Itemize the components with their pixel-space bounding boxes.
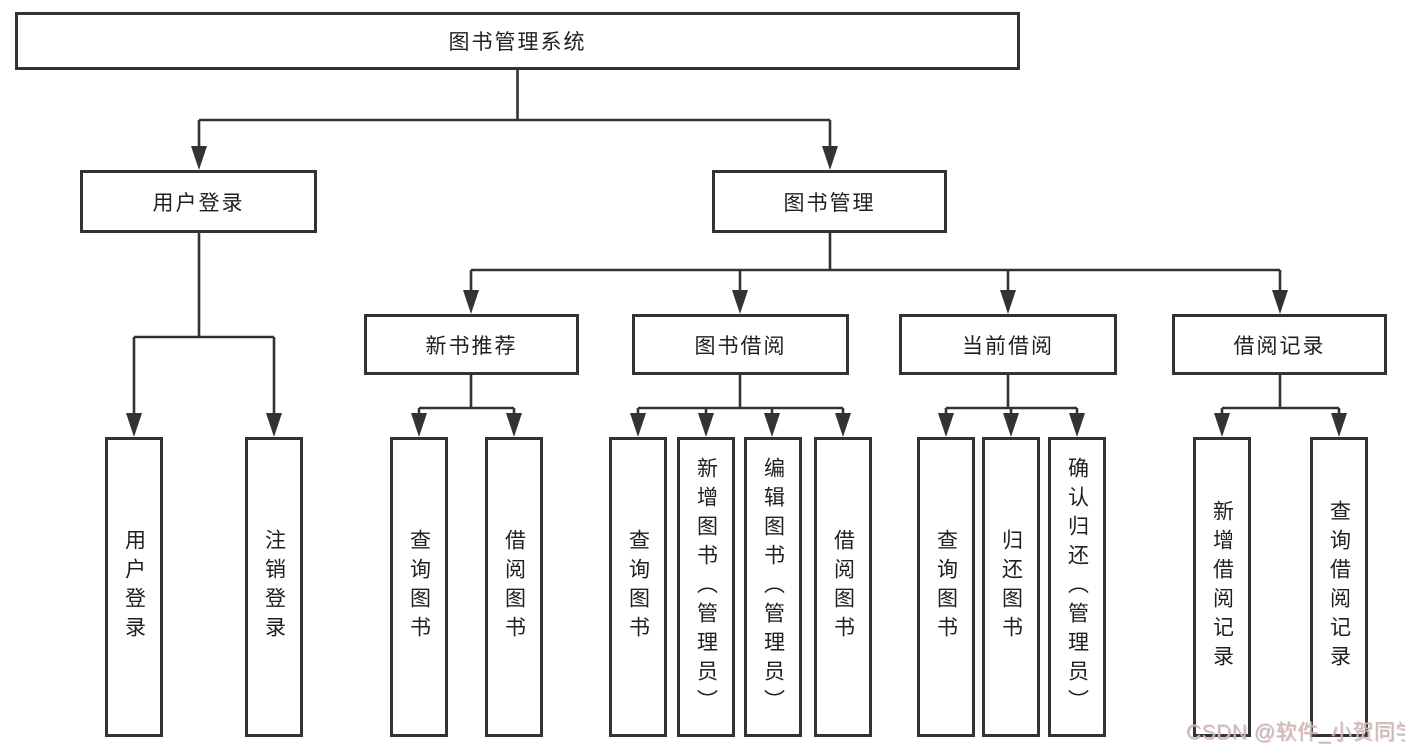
- node-label: 确认归还（管理员）: [1065, 456, 1089, 718]
- leaf-borrow-books: 借阅图书: [814, 437, 872, 737]
- node-label: 图书管理: [783, 191, 876, 215]
- node-user-login: 用户登录: [80, 170, 317, 233]
- node-label: 查询借阅记录: [1327, 500, 1351, 674]
- leaf-return-books: 归还图书: [982, 437, 1040, 737]
- node-label: 查询图书: [407, 529, 431, 645]
- node-label: 新增借阅记录: [1210, 500, 1234, 674]
- node-borrowing-records: 借阅记录: [1172, 314, 1387, 375]
- leaf-user-login: 用户登录: [105, 437, 163, 737]
- node-label: 图书管理系统: [448, 31, 587, 54]
- node-label: 用户登录: [122, 529, 146, 645]
- arrow-heads: [126, 146, 1347, 437]
- connector-paths: [132, 70, 1341, 416]
- node-label: 用户登录: [152, 191, 245, 215]
- node-label: 新增图书（管理员）: [694, 456, 718, 718]
- node-label: 图书借阅: [694, 334, 787, 358]
- leaf-query-books-recommend: 查询图书: [390, 437, 448, 737]
- node-label: 注销登录: [262, 529, 286, 645]
- leaf-edit-books-admin: 编辑图书（管理员）: [744, 437, 802, 737]
- node-label: 借阅图书: [502, 529, 526, 645]
- node-label: 查询图书: [626, 529, 650, 645]
- node-system-root: 图书管理系统: [15, 12, 1020, 70]
- node-label: 借阅记录: [1233, 334, 1326, 358]
- leaf-query-borrow-record: 查询借阅记录: [1310, 437, 1368, 737]
- node-label: 借阅图书: [831, 529, 855, 645]
- node-label: 归还图书: [999, 529, 1023, 645]
- leaf-logout: 注销登录: [245, 437, 303, 737]
- node-label: 查询图书: [934, 529, 958, 645]
- node-label: 编辑图书（管理员）: [761, 456, 785, 718]
- node-current-borrowing: 当前借阅: [899, 314, 1117, 375]
- leaf-add-borrow-record: 新增借阅记录: [1193, 437, 1251, 737]
- leaf-borrow-books-recommend: 借阅图书: [485, 437, 543, 737]
- leaf-query-books-current: 查询图书: [917, 437, 975, 737]
- node-book-management: 图书管理: [712, 170, 947, 233]
- node-label: 当前借阅: [962, 334, 1054, 358]
- leaf-query-books-borrow: 查询图书: [609, 437, 667, 737]
- leaf-confirm-return-admin: 确认归还（管理员）: [1048, 437, 1106, 737]
- node-label: 新书推荐: [425, 334, 518, 358]
- csdn-watermark: CSDN @软件_小贺同学: [1186, 721, 1405, 744]
- node-book-borrowing: 图书借阅: [632, 314, 849, 375]
- node-new-book-recommend: 新书推荐: [364, 314, 579, 375]
- leaf-add-books-admin: 新增图书（管理员）: [677, 437, 735, 737]
